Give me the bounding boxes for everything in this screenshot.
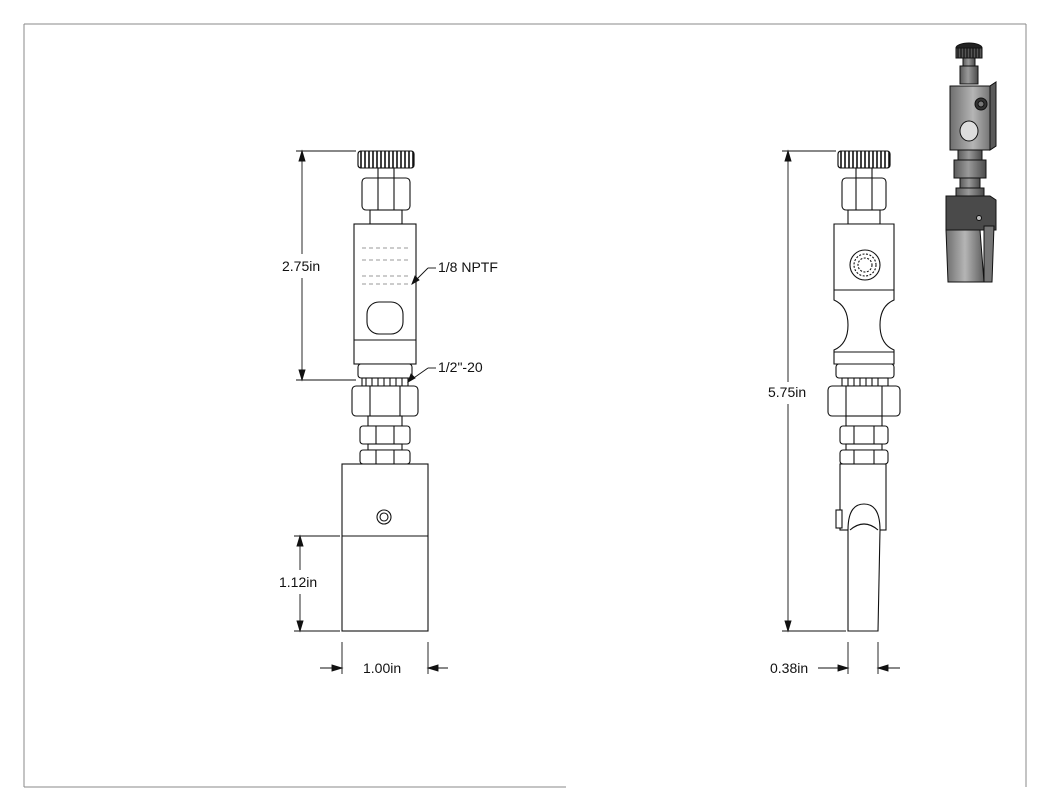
front-view <box>341 150 429 632</box>
front-port-hole <box>366 301 404 335</box>
front-stem <box>377 167 395 179</box>
dim-front-width: 1.00in <box>363 660 401 676</box>
front-neck <box>369 209 403 225</box>
dim-side-width: 0.38in <box>770 660 808 676</box>
side-body <box>833 223 895 365</box>
dim-side-total-height: 5.75in <box>768 384 806 400</box>
side-lower-fittings <box>827 363 901 465</box>
front-lower-fittings <box>351 363 419 465</box>
dim-front-lower-height: 1.12in <box>279 574 317 590</box>
side-view <box>827 150 901 632</box>
front-top-hex-nut <box>361 177 411 211</box>
side-stem <box>855 167 873 179</box>
side-dimension-lines <box>782 149 900 674</box>
dim-front-upper-height: 2.75in <box>282 258 320 274</box>
side-neck <box>847 209 881 225</box>
isometric-render <box>945 42 997 283</box>
front-knob <box>357 150 415 169</box>
front-body <box>353 223 417 365</box>
front-nozzle-block <box>341 463 429 632</box>
sheet-border <box>23 23 1027 788</box>
side-top-hex-nut <box>841 177 887 211</box>
front-dimension-lines <box>294 149 448 674</box>
callout-port-thread: 1/8 NPTF <box>438 259 498 275</box>
side-nozzle <box>835 463 887 632</box>
callout-stem-thread: 1/2"-20 <box>438 359 483 375</box>
side-knob <box>837 150 891 169</box>
